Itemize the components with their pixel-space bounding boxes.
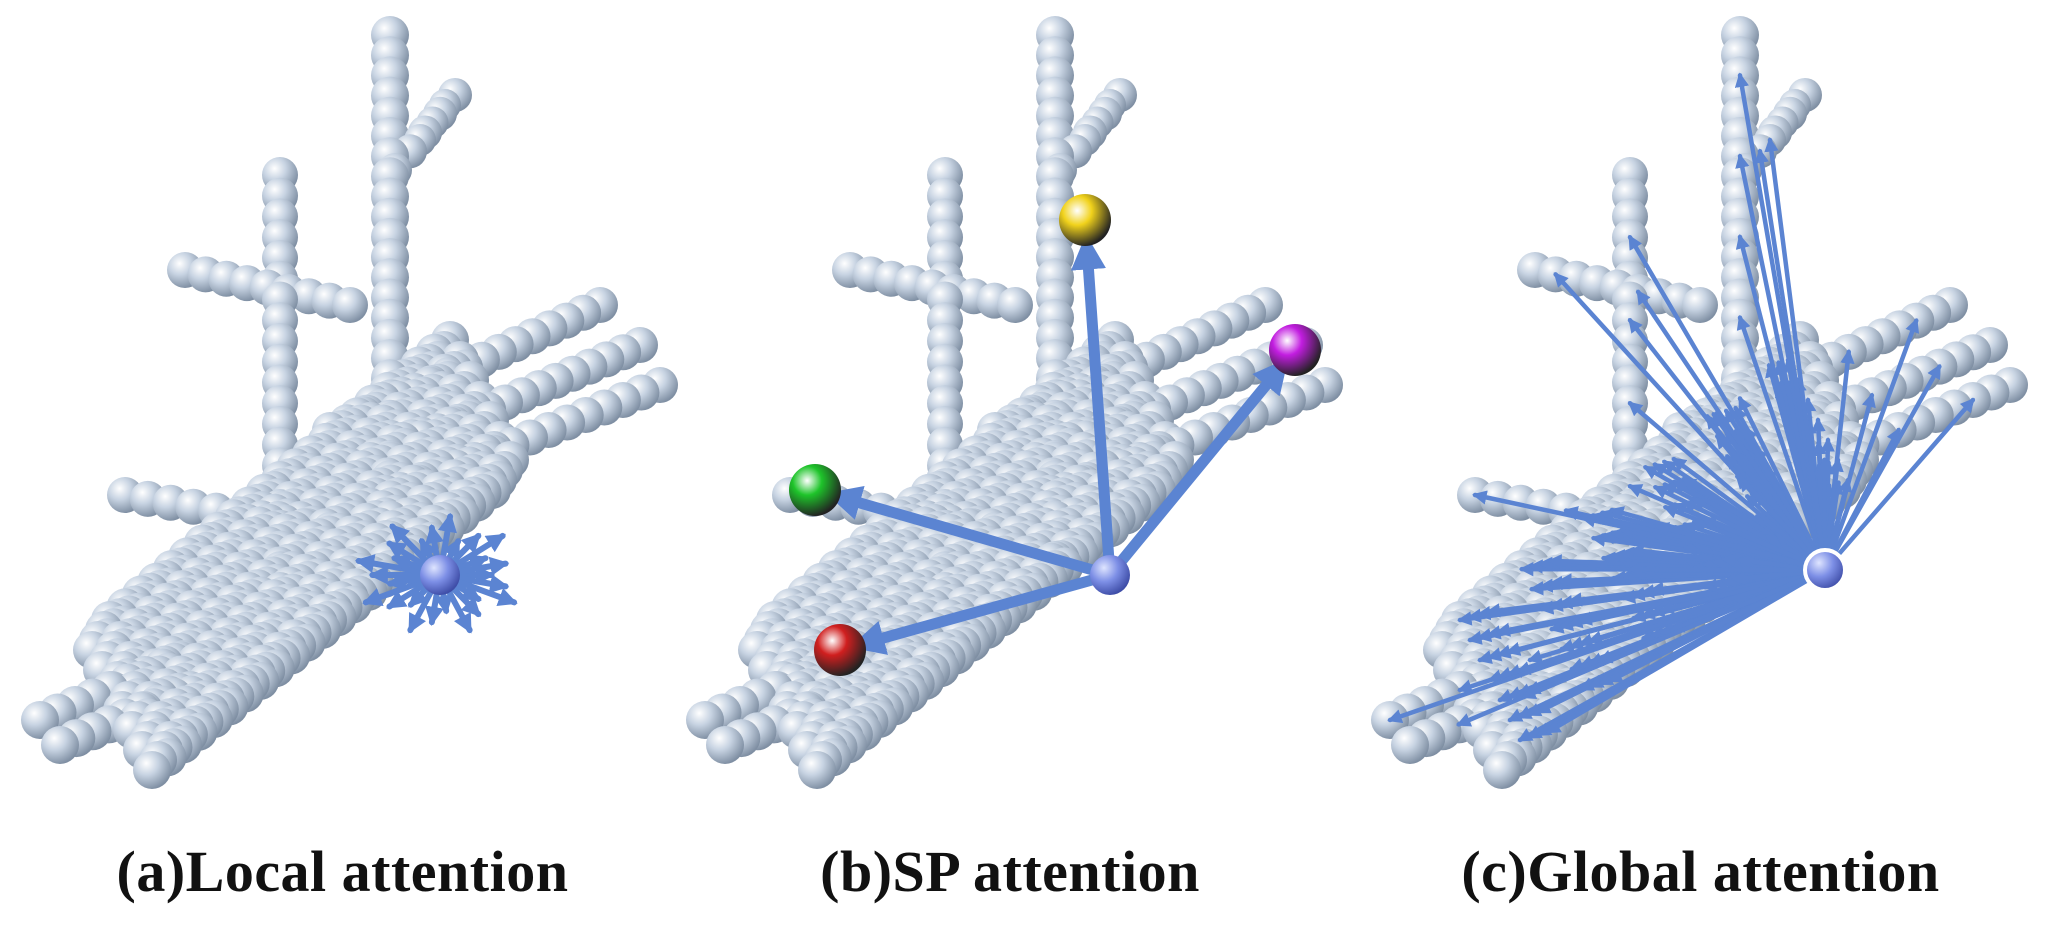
attention-arrow <box>849 569 1116 655</box>
query-point <box>1090 555 1130 595</box>
query-point <box>1803 548 1847 592</box>
attention-arrow <box>1627 234 1828 573</box>
cloud-point <box>1391 726 1429 764</box>
sp-key-point <box>789 464 841 516</box>
attention-arrow <box>1070 234 1116 581</box>
point-cloud-sp <box>686 16 1343 789</box>
attention-arrow <box>1764 137 1828 573</box>
attention-arrow <box>1527 567 1828 664</box>
cloud-point <box>332 287 368 323</box>
attention-arrows <box>789 194 1321 676</box>
query-point <box>420 555 460 595</box>
cloud-point <box>706 726 744 764</box>
attention-arrow <box>1627 401 1828 573</box>
point-cloud-points <box>1371 16 2028 789</box>
attention-arrow <box>1654 522 1828 573</box>
attention-arrow <box>1635 289 1828 573</box>
cloud-point <box>997 287 1033 323</box>
attention-arrow <box>1735 234 1828 573</box>
attention-arrow <box>1553 272 1828 573</box>
caption-sp-attention: (b)SP attention <box>820 839 1200 904</box>
point-cloud-local <box>21 16 678 789</box>
attention-arrow <box>1736 314 1828 573</box>
caption-local-attention: (a)Local attention <box>116 839 569 904</box>
point-cloud-points <box>21 16 678 789</box>
panel-local-attention: (a)Local attention <box>0 0 685 935</box>
attention-arrow <box>1822 392 1876 573</box>
attention-arrow <box>1822 427 1901 573</box>
attention-arrow <box>1822 317 1920 573</box>
panel-sp-attention: (b)SP attention <box>665 0 1355 935</box>
attention-arrow <box>1737 395 1828 573</box>
attention-arrow <box>1545 567 1828 735</box>
attention-arrow <box>1627 562 1828 577</box>
sp-key-point <box>814 624 866 676</box>
cloud-point <box>798 751 836 789</box>
attention-arrow <box>825 485 1116 581</box>
attention-arrow <box>1822 397 1976 573</box>
cloud-point <box>133 751 171 789</box>
attention-arrow <box>1521 567 1828 700</box>
attention-arrow <box>1627 317 1828 573</box>
cloud-point <box>1483 751 1521 789</box>
point-cloud-points <box>686 16 1343 789</box>
panel-global-attention: (c)Global attention <box>1345 0 2056 935</box>
point-cloud-global <box>1371 16 2028 789</box>
attention-arrows <box>1387 72 1976 743</box>
attention-arrow <box>1735 153 1828 573</box>
attention-arrow <box>1607 567 1828 684</box>
sp-key-point <box>1269 324 1321 376</box>
attention-arrow <box>1104 358 1290 581</box>
sp-key-point <box>1059 194 1111 246</box>
attention-arrows <box>354 512 518 634</box>
attention-arrow <box>1627 484 1828 573</box>
cloud-point <box>1682 287 1718 323</box>
attention-arrow <box>1822 349 1855 573</box>
cloud-point <box>41 726 79 764</box>
caption-global-attention: (c)Global attention <box>1461 839 1940 904</box>
